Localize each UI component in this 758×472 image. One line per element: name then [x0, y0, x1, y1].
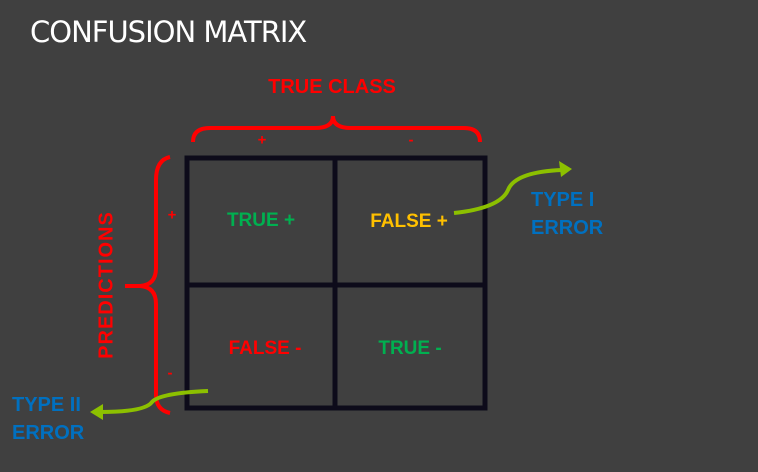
- predictions-label: PREDICTIONS: [95, 211, 118, 359]
- type-ii-arrow: [99, 389, 209, 414]
- type-i-line1: TYPE I: [531, 189, 595, 211]
- type-ii-line2: ERROR: [12, 422, 85, 444]
- true-class-brace: [191, 115, 482, 143]
- cell-false-negative: FALSE -: [228, 338, 302, 359]
- row-sign-negative: -: [167, 364, 173, 382]
- cell-false-positive: FALSE +: [370, 211, 448, 232]
- type-i-arrow: [453, 168, 563, 215]
- column-sign-negative: -: [408, 131, 414, 149]
- type-i-arrowhead-icon: [559, 161, 572, 177]
- type-ii-arrowhead-icon: [90, 404, 103, 420]
- type-i-line2: ERROR: [531, 217, 604, 239]
- type-i-error-label: TYPE I ERROR: [531, 186, 603, 242]
- type-ii-error-label: TYPE II ERROR: [12, 391, 84, 447]
- predictions-brace: [125, 155, 171, 415]
- column-sign-positive: +: [257, 131, 267, 149]
- row-sign-positive: +: [167, 206, 177, 224]
- true-class-label: TRUE CLASS: [268, 76, 396, 98]
- cell-true-positive: TRUE +: [226, 210, 296, 231]
- type-ii-line1: TYPE II: [12, 394, 81, 416]
- cell-true-negative: TRUE -: [378, 338, 442, 359]
- page-title: CONFUSION MATRIX: [30, 15, 307, 49]
